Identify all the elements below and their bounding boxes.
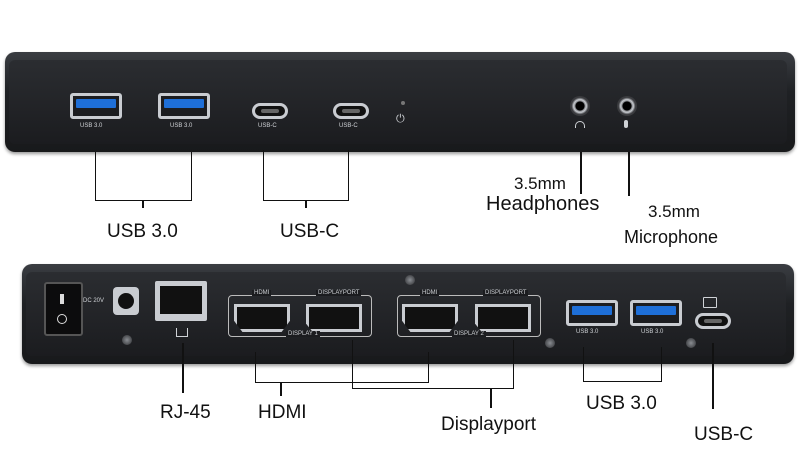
headphones-label-1: 3.5mm xyxy=(514,174,566,193)
power-icon: ⏻ xyxy=(396,112,405,125)
dock-front-face xyxy=(9,60,787,144)
port-label: USB-C xyxy=(339,123,358,129)
hdmi-port xyxy=(234,304,290,332)
hdmi-bracket xyxy=(255,352,429,383)
port-label: USB-C xyxy=(258,123,277,129)
power-switch xyxy=(44,282,83,336)
microphone-label-2: Microphone xyxy=(624,227,719,247)
power-led xyxy=(401,101,405,105)
rj45-leader xyxy=(182,343,184,393)
usbc-bottom-label: USB-C xyxy=(694,424,754,445)
microphone-jack xyxy=(617,96,637,116)
usb30-top-bracket xyxy=(95,152,192,201)
usb30-bottom-bracket xyxy=(583,347,662,382)
rj45-label: RJ-45 xyxy=(160,402,211,423)
displayport-bracket xyxy=(352,340,514,389)
displayport-port xyxy=(475,304,531,332)
screw xyxy=(122,335,132,345)
microphone-leader xyxy=(628,152,630,196)
usbc-top-bracket xyxy=(263,150,349,201)
usbc-top-stem xyxy=(305,200,307,208)
hdmi-label: HDMI xyxy=(420,290,440,296)
dc-power-label: DC 20V xyxy=(83,298,105,304)
usb-a-port xyxy=(566,300,618,326)
usb-c-port xyxy=(333,103,369,119)
headphones-leader xyxy=(580,152,582,194)
screw xyxy=(686,338,696,348)
displayport-label: DISPLAYPORT xyxy=(483,290,529,296)
usb30-top-stem xyxy=(142,200,144,208)
usbc-bottom-leader xyxy=(712,343,714,409)
usb-a-port xyxy=(158,93,210,119)
microphone-icon xyxy=(624,120,628,128)
microphone-label-1: 3.5mm xyxy=(648,202,700,221)
port-label: USB 3.0 xyxy=(641,329,664,335)
usb-c-port xyxy=(252,103,288,119)
hdmi-label: HDMI xyxy=(258,402,307,423)
display-1-label: DISPLAY 1 xyxy=(286,331,320,337)
displayport-port xyxy=(306,304,362,332)
usb30-top-label: USB 3.0 xyxy=(107,221,178,242)
headphones-label-2: Headphones xyxy=(486,193,600,215)
port-label: USB 3.0 xyxy=(576,329,599,335)
hdmi-label: HDMI xyxy=(252,290,272,296)
displayport-stem xyxy=(490,388,492,408)
network-icon xyxy=(176,328,188,337)
rj45-port xyxy=(155,281,207,321)
headphone-jack xyxy=(570,96,590,116)
laptop-charge-icon xyxy=(703,297,717,308)
hdmi-stem xyxy=(280,382,282,396)
usbc-top-label: USB-C xyxy=(280,221,340,242)
screw xyxy=(405,275,415,285)
display-2-label: DISPLAY 2 xyxy=(452,331,486,337)
displayport-label: Displayport xyxy=(441,414,537,435)
usb-c-port xyxy=(695,313,731,329)
hdmi-port xyxy=(402,304,458,332)
dock-front-panel xyxy=(5,52,795,152)
usb30-bottom-label: USB 3.0 xyxy=(586,393,657,414)
screw xyxy=(545,338,555,348)
headphones-icon xyxy=(575,121,585,128)
dc-power-jack xyxy=(113,287,139,315)
port-label: USB 3.0 xyxy=(170,123,193,129)
port-label: USB 3.0 xyxy=(80,123,103,129)
displayport-label: DISPLAYPORT xyxy=(316,290,362,296)
usb-a-port xyxy=(630,300,682,326)
usb-a-port xyxy=(70,93,122,119)
